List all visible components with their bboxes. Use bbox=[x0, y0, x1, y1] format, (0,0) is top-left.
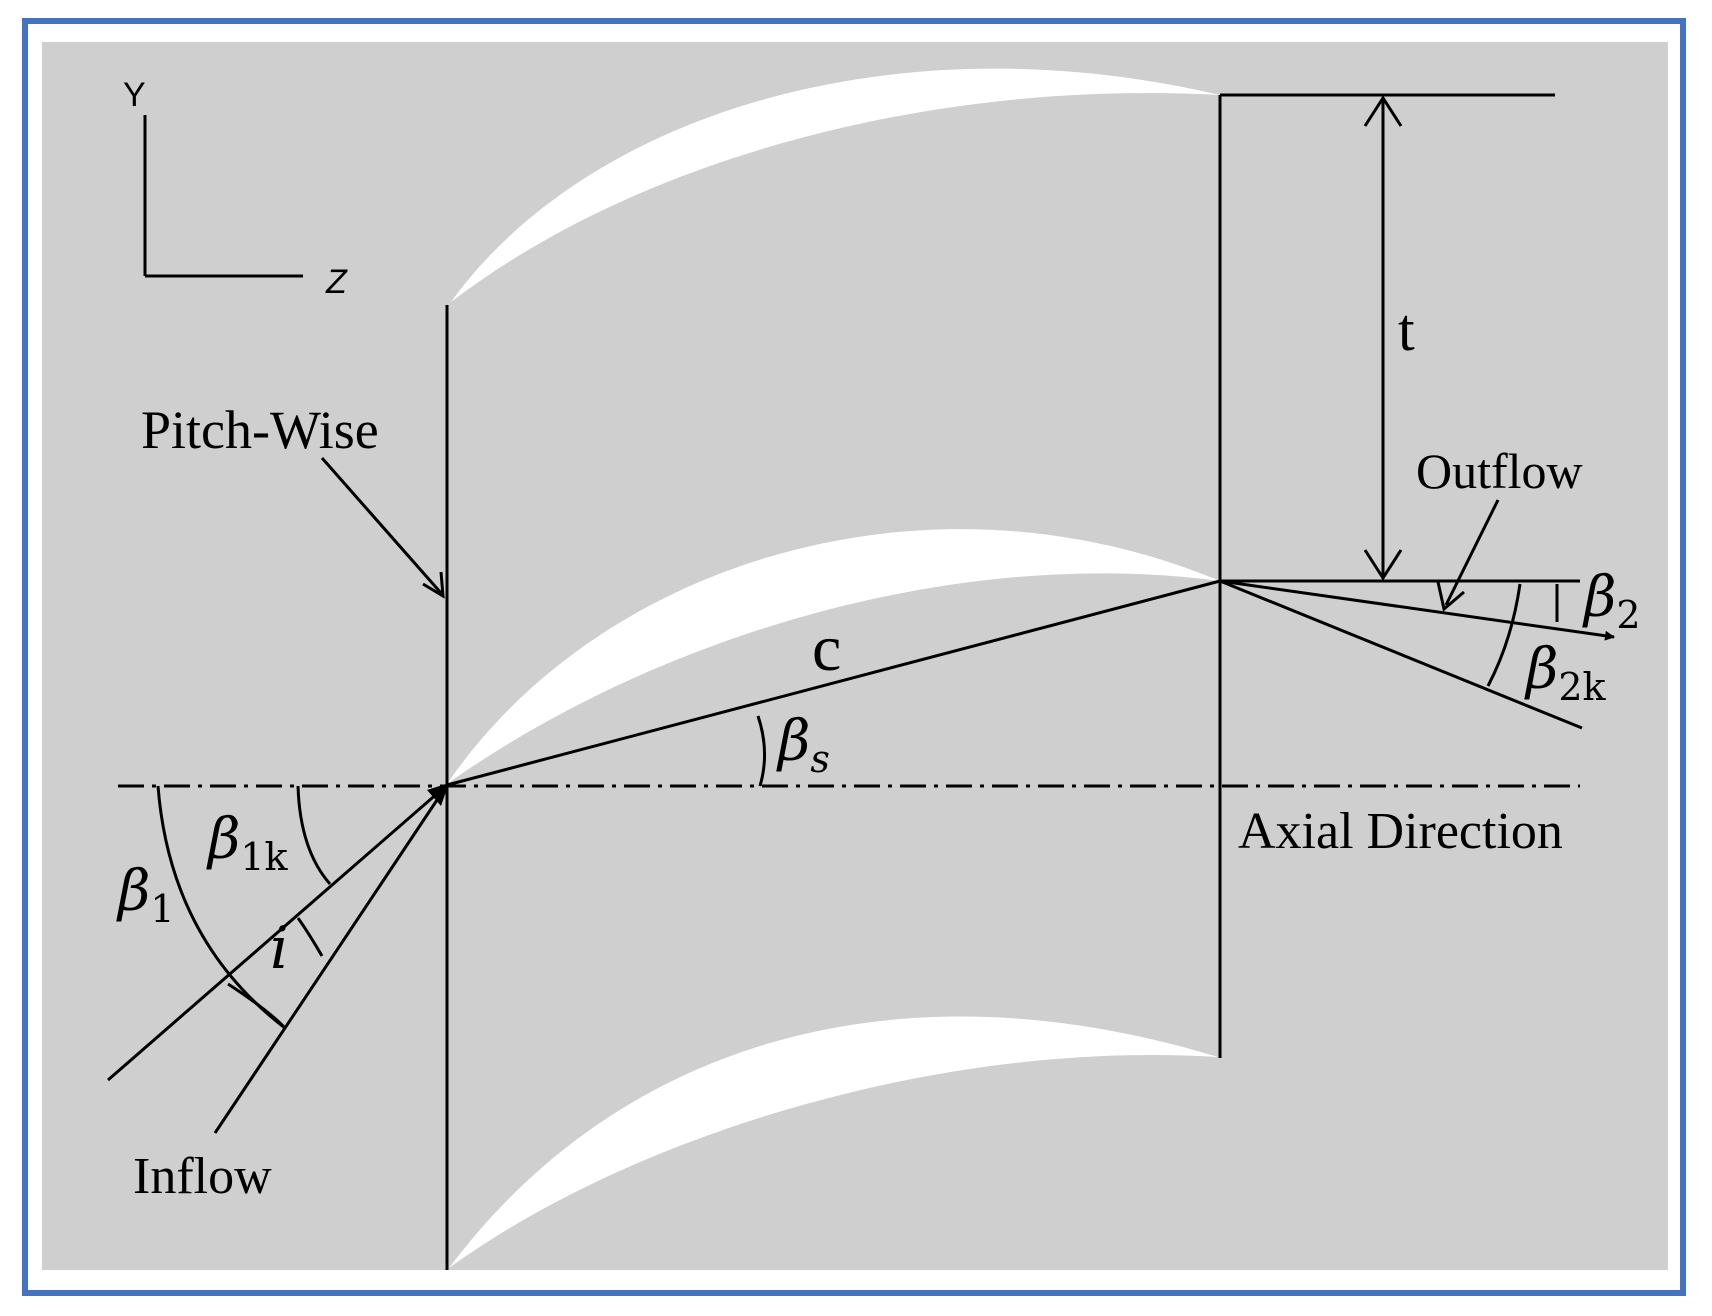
blade-bottom bbox=[449, 1016, 1218, 1268]
coordinate-axes bbox=[143, 115, 303, 278]
pitch-arrow-top bbox=[1363, 95, 1403, 127]
beta-1-label: β1 bbox=[116, 859, 175, 931]
chord-label: c bbox=[812, 612, 841, 685]
pitch-wise-leader-head bbox=[422, 571, 445, 599]
beta-s-label: βs bbox=[776, 709, 830, 781]
blade-top bbox=[451, 68, 1220, 302]
beta-2-label: β2 bbox=[1582, 565, 1641, 637]
exit-blade-line bbox=[1219, 579, 1583, 730]
inflow-line bbox=[107, 783, 448, 1082]
arc-beta-s bbox=[756, 715, 767, 787]
pitch-label: t bbox=[1398, 297, 1415, 363]
y-axis-label: Y bbox=[123, 76, 146, 114]
z-axis-label: Z bbox=[325, 263, 348, 301]
inflow-label: Inflow bbox=[133, 1148, 272, 1205]
outflow-leader bbox=[1444, 499, 1500, 606]
outflow-label: Outflow bbox=[1416, 443, 1583, 499]
blade-middle bbox=[447, 529, 1220, 784]
outflow-arrow bbox=[1219, 579, 1615, 641]
arc-beta-2k bbox=[1486, 583, 1522, 687]
chord-line bbox=[446, 579, 1221, 787]
inflow-blade-line bbox=[213, 784, 449, 1134]
axial-direction-label: Axial Direction bbox=[1238, 803, 1563, 860]
arc-incidence bbox=[227, 917, 324, 1030]
pitch-wise-leader bbox=[320, 457, 443, 594]
inflow-arrowhead bbox=[427, 783, 449, 806]
beta-2k-label: β2k bbox=[1524, 637, 1607, 709]
pitch-arrow-bottom bbox=[1363, 549, 1403, 581]
pitch-wise-label: Pitch-Wise bbox=[141, 400, 379, 460]
arc-beta-1k bbox=[296, 785, 332, 885]
incidence-label: i bbox=[270, 914, 289, 982]
outflow-leader-head bbox=[1436, 581, 1465, 612]
beta-1k-label: β1k bbox=[206, 807, 289, 879]
